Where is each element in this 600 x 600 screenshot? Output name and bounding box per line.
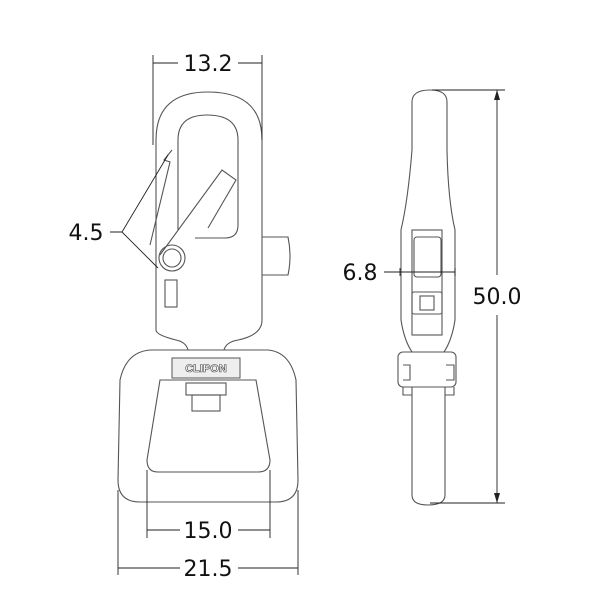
side-channel — [411, 229, 443, 336]
side-ring — [411, 387, 446, 506]
swivel-ring-outer — [117, 349, 299, 503]
swivel-pin — [191, 394, 221, 412]
side-button — [262, 236, 291, 276]
side-body-outline — [400, 89, 456, 353]
dim-line-thickness — [384, 268, 456, 276]
dim-gate-opening: 4.5 — [69, 221, 104, 246]
brand-marking: CLIPON — [185, 363, 227, 375]
dim-line-outer-width — [117, 490, 299, 575]
dim-inner-width: 15.0 — [184, 519, 233, 544]
front-view: CLIPON — [117, 91, 299, 503]
pivot-inner — [162, 248, 182, 268]
brand-plate — [171, 357, 241, 379]
slot — [164, 279, 178, 308]
side-swivel-collar — [397, 351, 457, 388]
pivot-outer — [158, 244, 186, 272]
hook-body-outline — [155, 91, 263, 351]
swivel-collar — [185, 382, 227, 396]
gate — [149, 149, 237, 256]
dim-top-width: 13.2 — [184, 52, 233, 77]
side-dimensions: 6.8 50.0 — [343, 89, 522, 504]
dim-line-inner-width — [146, 470, 271, 538]
front-dimensions: 13.2 4.5 15.0 21.5 — [69, 52, 299, 582]
side-view — [397, 89, 457, 506]
side-window — [413, 236, 442, 278]
dim-thickness: 6.8 — [343, 261, 378, 286]
hook-inner-loop — [177, 114, 239, 239]
dim-overall-length: 50.0 — [473, 285, 522, 310]
side-latch-inner — [419, 295, 435, 311]
side-latch-outer — [411, 291, 443, 315]
dim-line-length — [430, 89, 505, 504]
swivel-ring-inner — [146, 379, 271, 473]
dim-outer-width: 21.5 — [184, 557, 233, 582]
side-ring-tabs — [402, 387, 455, 396]
side-collar-marks — [403, 364, 455, 381]
dim-line-gate — [110, 154, 169, 269]
dim-line-top-width — [152, 55, 263, 145]
